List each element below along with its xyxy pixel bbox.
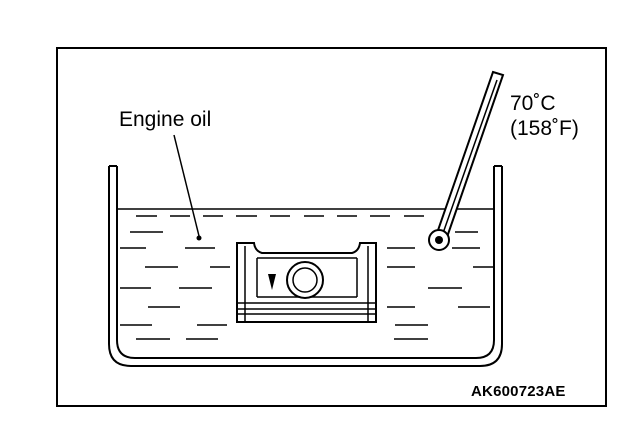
oil-level-lines (117, 208, 494, 340)
figure-code-label: AK600723AE (471, 383, 566, 400)
figure-frame (56, 47, 607, 407)
temperature-celsius-label: 70˚C (510, 92, 556, 115)
engine-oil-leader-line (173, 134, 200, 237)
piston-front-mark (268, 274, 276, 290)
engine-oil-label: Engine oil (119, 108, 212, 131)
temperature-fahrenheit-label: (158˚F) (510, 117, 579, 140)
oil-bath-container (108, 165, 503, 367)
piston-icon (236, 242, 377, 323)
thermometer-icon (428, 70, 505, 251)
piston-pin (292, 267, 318, 293)
engine-oil-leader-dot (196, 235, 202, 241)
